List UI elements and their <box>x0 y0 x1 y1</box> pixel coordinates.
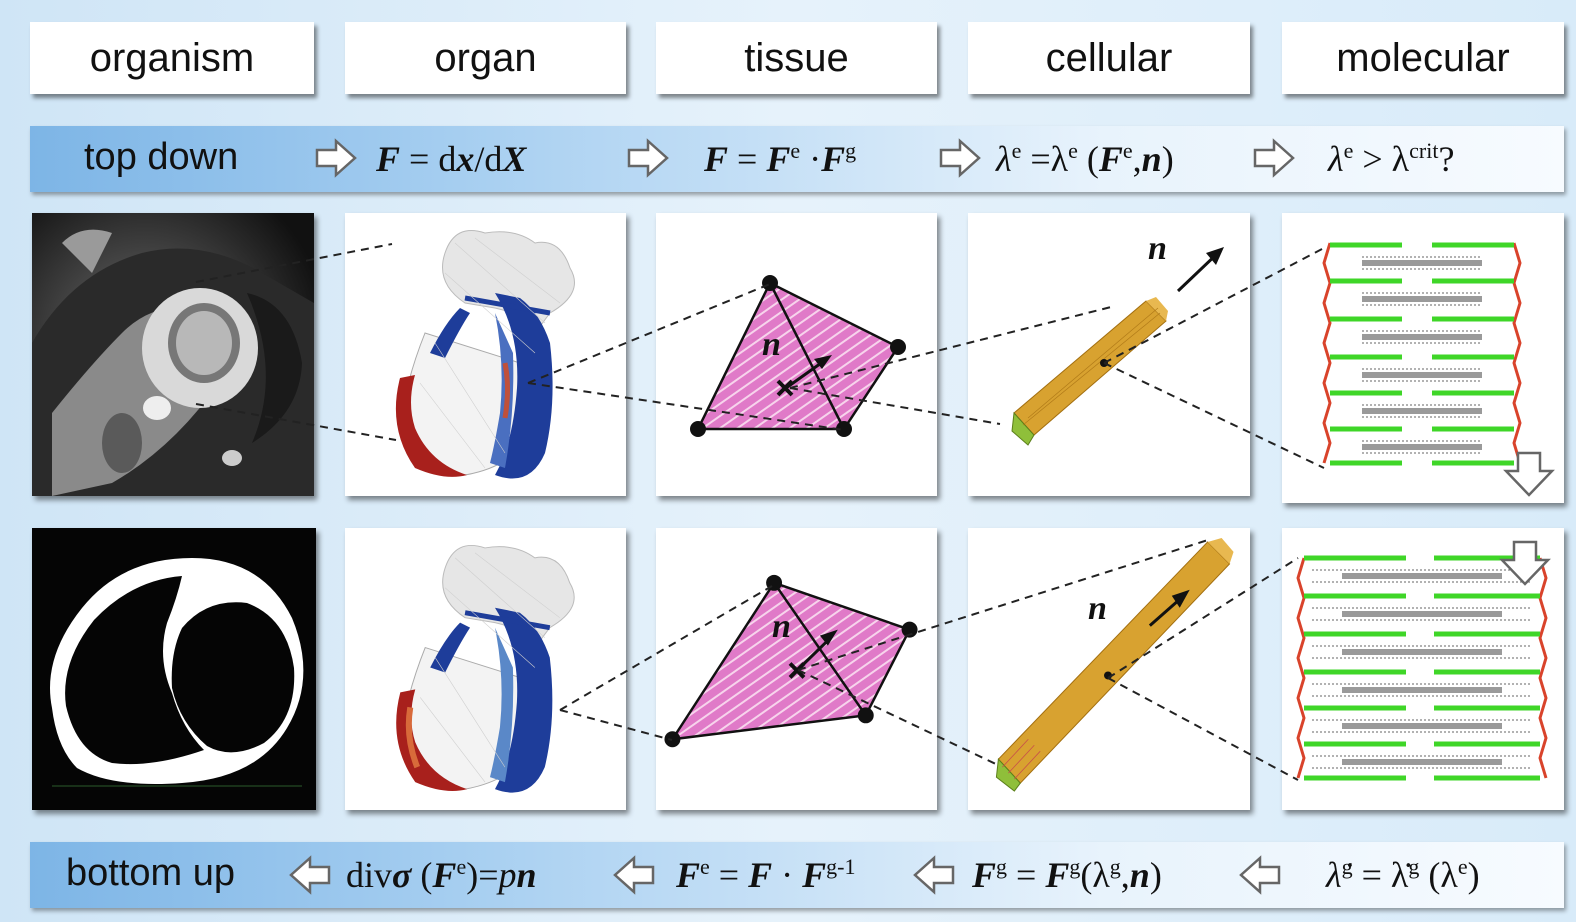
header-cellular: cellular <box>968 22 1250 94</box>
down-arrow-icon <box>1503 451 1555 497</box>
myocyte-fiber-elongated-image <box>995 537 1234 792</box>
top-down-band <box>30 126 1564 192</box>
bottom-up-band <box>30 842 1564 908</box>
sarcomere-added-image <box>1296 540 1551 781</box>
tissue-element-grown-image <box>664 574 918 748</box>
top-eq-deformation-gradient: F = dx/dX <box>376 139 527 179</box>
bottom-eq-elastic-tensor: Fe = F · Fg-1 <box>676 854 856 895</box>
tissue-direction-label-bottom: n <box>772 608 791 645</box>
header-label-cellular: cellular <box>1045 35 1173 80</box>
heart-model-grown-image <box>396 544 575 793</box>
right-arrow-icon <box>315 138 357 178</box>
heart-panel-top <box>345 213 626 496</box>
top-eq-critical-stretch: λe > λcrit? <box>1328 138 1455 179</box>
myocyte-fiber-image <box>1011 247 1224 446</box>
left-arrow-icon <box>1239 855 1281 895</box>
left-arrow-icon <box>613 855 655 895</box>
header-label-organism: organism <box>89 35 255 80</box>
molecular-panel-bottom <box>1282 528 1564 810</box>
right-arrow-icon <box>627 138 669 178</box>
fiber-direction-label-bottom: n <box>1088 590 1107 627</box>
header-tissue: tissue <box>656 22 937 94</box>
tissue-element-image <box>690 275 906 437</box>
right-arrow-icon <box>1253 138 1295 178</box>
cell-panel-top <box>968 213 1250 496</box>
header-organ: organ <box>345 22 626 94</box>
molecular-panel-top <box>1282 213 1564 503</box>
header-label-tissue: tissue <box>744 35 849 80</box>
segmentation-panel <box>32 528 316 810</box>
segmentation-mask-image <box>32 528 316 810</box>
header-molecular: molecular <box>1282 22 1564 94</box>
header-label-organ: organ <box>434 35 537 80</box>
right-arrow-icon <box>939 138 981 178</box>
down-arrow-icon <box>1499 540 1551 586</box>
cell-panel-bottom <box>968 528 1250 810</box>
header-label-molecular: molecular <box>1336 35 1510 80</box>
tissue-direction-label-top: n <box>762 326 781 363</box>
mri-image-panel <box>32 213 314 496</box>
top-eq-multiplicative-split: F = Fe ·Fg <box>704 138 857 179</box>
bottom-up-label: bottom up <box>66 852 235 894</box>
header-organism: organism <box>30 22 314 94</box>
fiber-direction-label-top: n <box>1148 230 1167 267</box>
left-arrow-icon <box>913 855 955 895</box>
heart-panel-bottom <box>345 528 626 810</box>
bottom-eq-growth-tensor: Fg = Fg(λg,n) <box>972 854 1162 895</box>
top-down-label: top down <box>84 136 239 178</box>
sarcomere-image <box>1322 242 1555 497</box>
bottom-eq-growth-rate: λ̇g = λ̇g (λe) <box>1326 854 1480 895</box>
tissue-panel-bottom <box>656 528 937 810</box>
mri-slice-image <box>32 213 314 496</box>
left-arrow-icon <box>289 855 331 895</box>
heart-model-image <box>395 230 575 479</box>
bottom-eq-equilibrium: divσ (Fe)=pn <box>346 854 537 895</box>
tissue-panel-top <box>656 213 937 496</box>
top-eq-elastic-stretch: λe =λe (Fe,n) <box>996 138 1174 179</box>
